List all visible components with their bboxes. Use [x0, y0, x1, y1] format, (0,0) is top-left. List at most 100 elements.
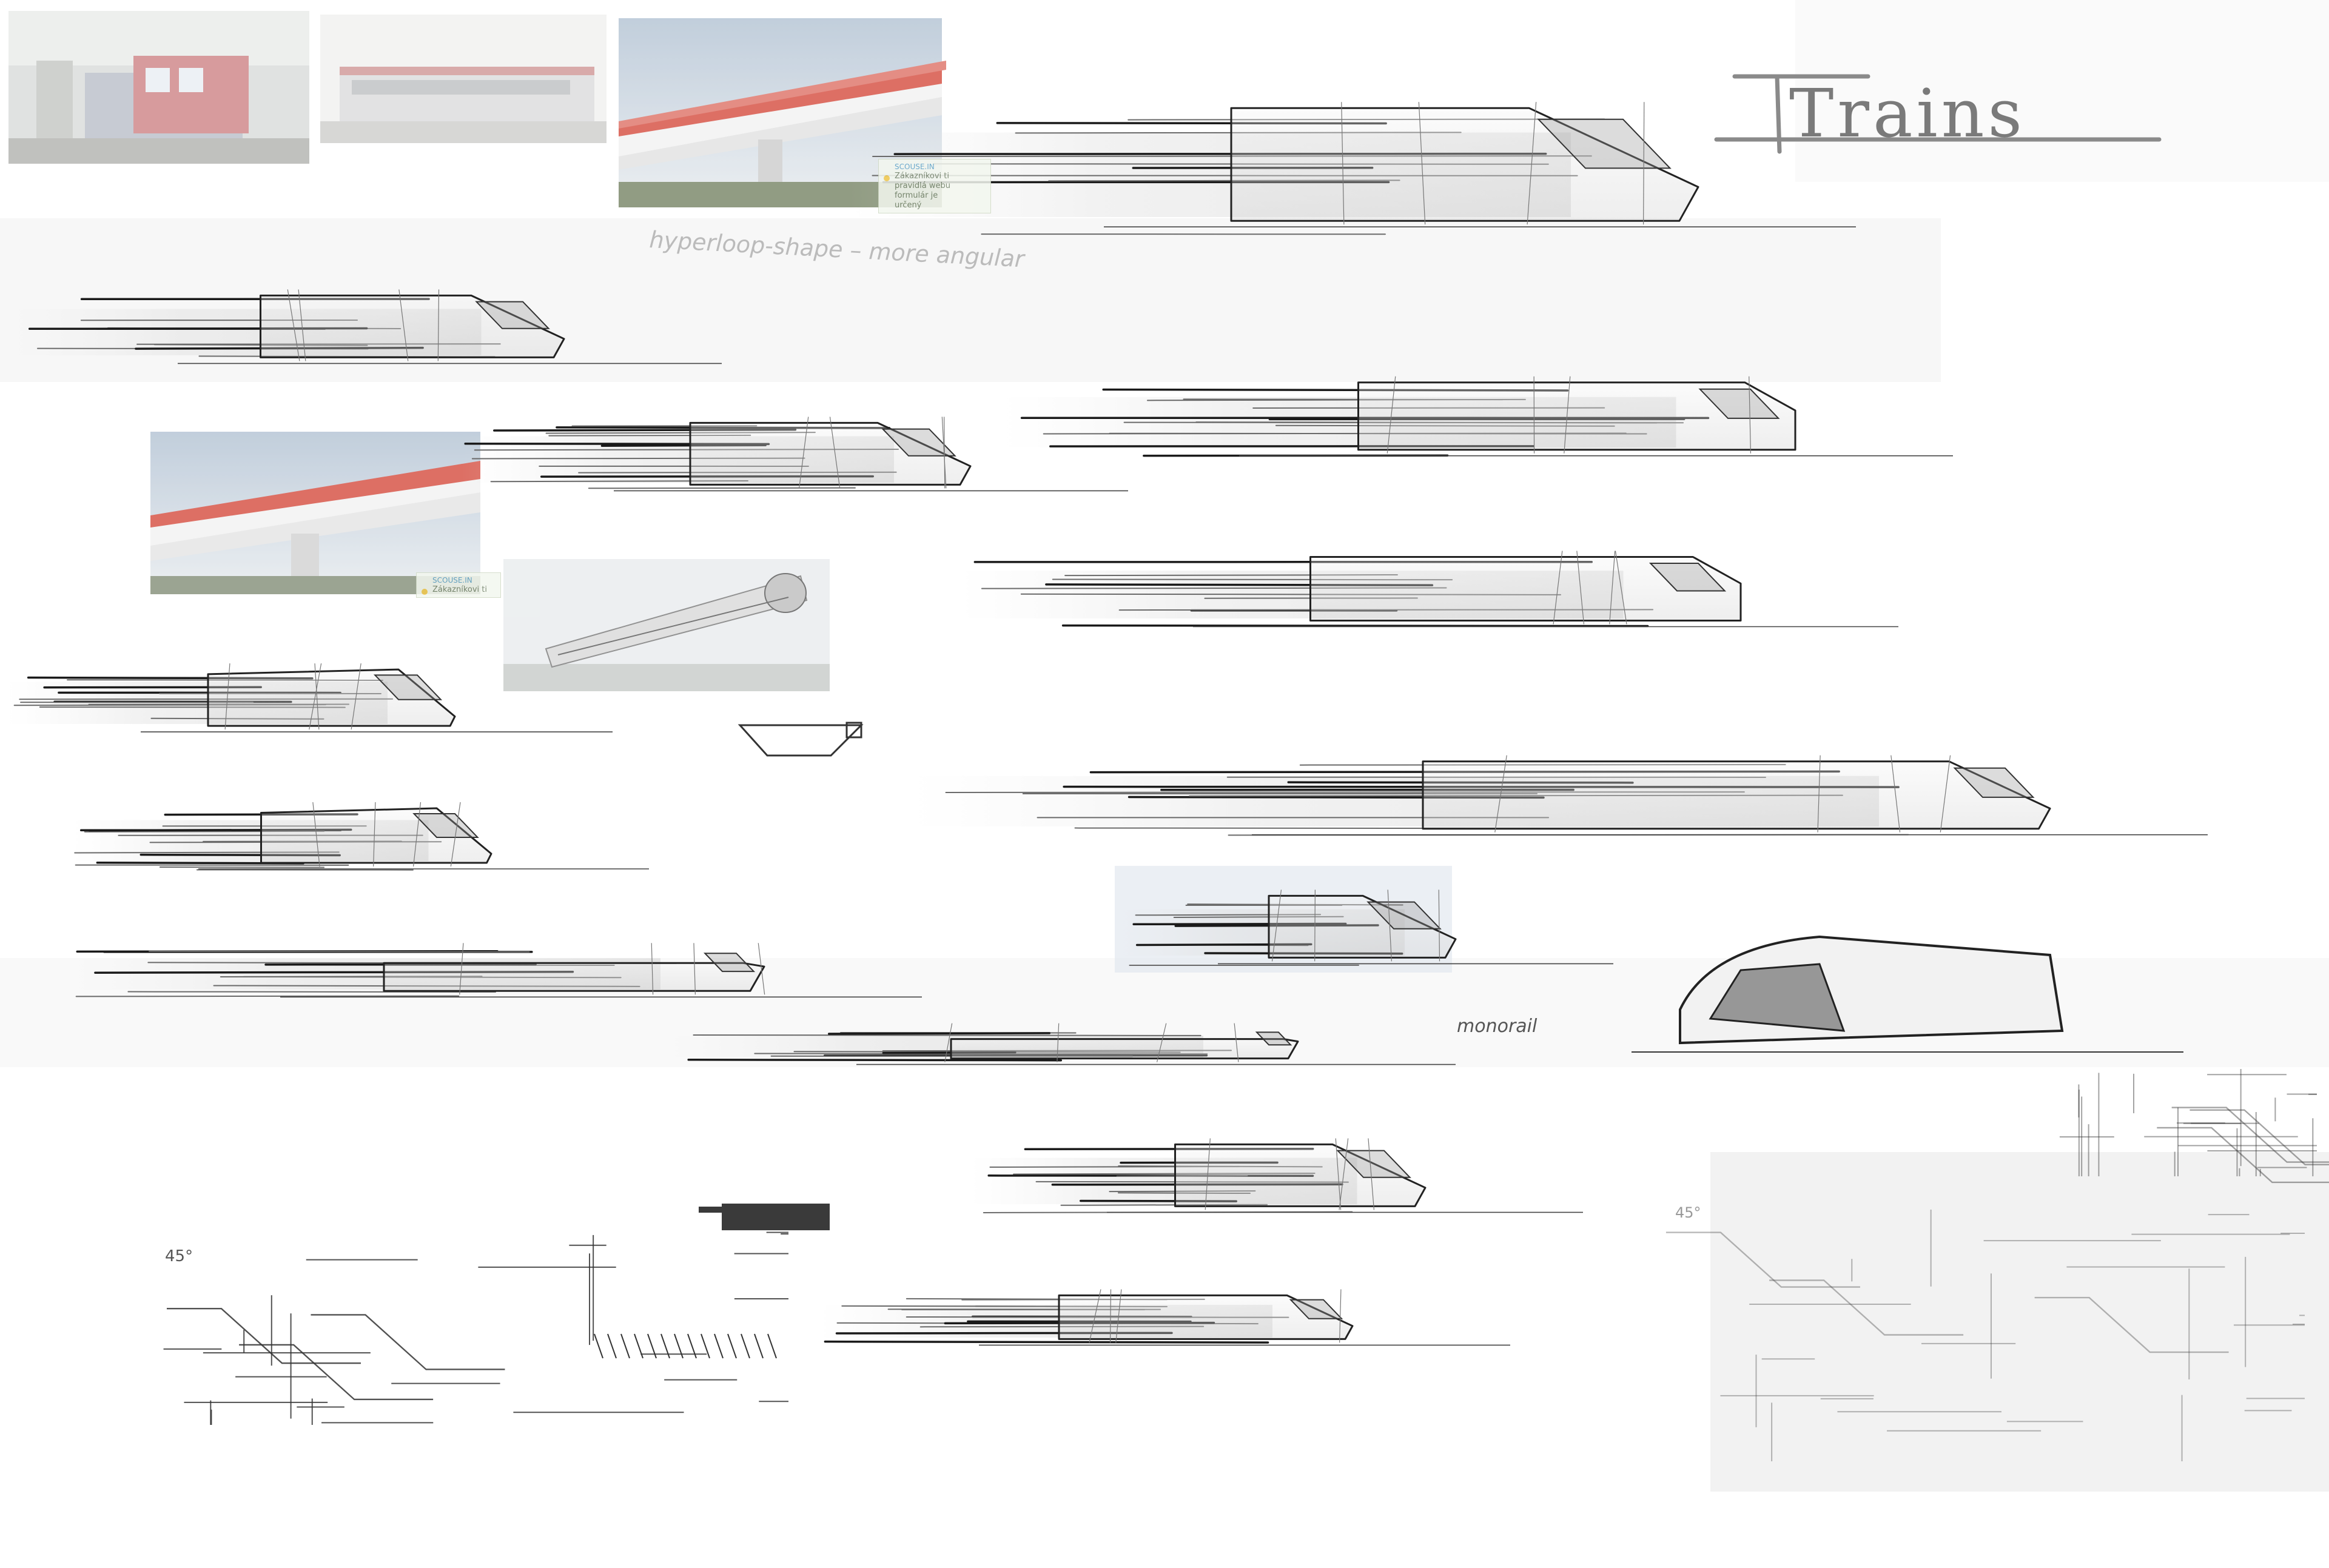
photo-badge-line: pravidlá webu — [895, 181, 950, 190]
windshield-sketch — [1336, 1150, 1411, 1178]
construction-line — [1386, 376, 1396, 454]
windshield-sketch — [1366, 901, 1442, 930]
hatch-line — [674, 1333, 684, 1359]
hatch-line — [727, 1333, 737, 1359]
construction-line — [1418, 102, 1426, 225]
speed-line — [127, 991, 496, 993]
construction-line — [1234, 1023, 1239, 1062]
construction-line — [1387, 890, 1392, 962]
windshield-sketch — [1953, 767, 2035, 798]
train-body-outline — [383, 962, 765, 992]
windshield-sketch — [1289, 1299, 1343, 1319]
windshield-sketch — [475, 301, 550, 329]
marker-swatch — [699, 1204, 830, 1230]
train-body-outline — [260, 807, 492, 864]
hatch-line — [660, 1333, 670, 1359]
construction-line — [1314, 890, 1316, 962]
construction-line — [1749, 376, 1752, 454]
construction-line — [373, 802, 376, 867]
train-sketches — [6, 102, 2329, 1461]
construction-line — [1890, 755, 1901, 833]
construction-line — [351, 663, 361, 730]
note-angle-right: 45° — [1675, 1204, 1701, 1221]
sheet-title — [1714, 74, 2162, 154]
construction-line — [298, 289, 306, 361]
train-body-outline — [1230, 107, 1699, 222]
technical-profile — [2034, 1296, 2229, 1353]
construction-line — [450, 802, 461, 867]
hatch-line — [701, 1333, 710, 1359]
construction-line — [941, 417, 947, 489]
photo-badge: SCOUSE.IN Zákazníkovi ti — [416, 572, 501, 598]
construction-line — [1156, 1023, 1167, 1062]
technical-profile — [1769, 1279, 1964, 1336]
train-body-outline — [1357, 381, 1796, 451]
photo-badge: SCOUSE.IN Zákazníkovi ti pravidlá webu f… — [878, 159, 991, 213]
train-body-outline — [1174, 1143, 1427, 1207]
photo-badge-line: Zákazníkovi ti — [432, 585, 487, 594]
sheet-title-text: Trains — [1789, 75, 2026, 152]
background-panel — [1710, 1152, 2329, 1492]
background-panel — [1795, 0, 2329, 182]
speed-line — [827, 1032, 1051, 1035]
train-body-outline — [1058, 1294, 1354, 1340]
hatch-line — [767, 1333, 777, 1359]
windshield-sketch — [881, 428, 956, 457]
construction-line — [1494, 755, 1507, 833]
construction-line — [1339, 1289, 1342, 1343]
reference-photo-train-render — [503, 559, 830, 691]
construction-line — [224, 663, 230, 730]
construction-line — [758, 943, 765, 995]
windshield-sketch — [1648, 563, 1727, 592]
construction-line — [1576, 551, 1585, 625]
train-body-outline — [207, 668, 456, 727]
construction-line — [1089, 1289, 1101, 1343]
info-dot-icon — [884, 175, 890, 181]
construction-line — [1205, 1138, 1211, 1210]
construction-line — [1339, 1138, 1349, 1210]
construction-line — [1940, 755, 1951, 833]
construction-line — [798, 417, 809, 489]
construction-line — [651, 943, 654, 995]
construction-line — [1817, 755, 1821, 833]
construction-line — [1341, 102, 1345, 225]
construction-line — [1368, 1138, 1375, 1210]
train-body-outline — [1268, 894, 1457, 959]
hatch-line — [647, 1333, 657, 1359]
photo-badge-line: formulár je — [895, 191, 938, 200]
construction-line — [309, 663, 322, 730]
hatch-line — [754, 1333, 764, 1359]
technical-profile — [239, 1344, 434, 1401]
speed-line — [148, 950, 530, 953]
section-thumbnail — [738, 722, 864, 757]
reference-photo-monorail-2 — [150, 432, 480, 594]
construction-line — [398, 289, 409, 361]
construction-line — [412, 802, 422, 867]
photo-badge-tag: SCOUSE.IN — [432, 576, 472, 585]
construction-line — [1553, 551, 1563, 625]
reference-photo-monorail — [619, 18, 946, 207]
technical-profile — [311, 1314, 505, 1370]
windshield-sketch — [703, 953, 756, 973]
windshield-sketch — [373, 674, 443, 700]
construction-line — [1527, 102, 1537, 225]
technical-profile — [2157, 1127, 2329, 1184]
construction-line — [1115, 1289, 1122, 1343]
construction-line — [829, 417, 841, 489]
construction-line — [1057, 1023, 1060, 1062]
reference-photo-silver-train — [320, 15, 607, 143]
hatch-line — [634, 1333, 644, 1359]
construction-line — [1564, 376, 1571, 454]
windshield-sketch — [1255, 1031, 1292, 1046]
construction-line — [437, 289, 440, 361]
construction-line — [1609, 551, 1616, 625]
hatch-line — [741, 1333, 750, 1359]
train-body-outline — [950, 1038, 1299, 1060]
hatch-line — [594, 1333, 603, 1359]
technical-profile — [2190, 1109, 2329, 1165]
speed-line — [75, 995, 460, 997]
speed-line — [159, 866, 325, 868]
train-body-outline — [260, 294, 565, 358]
train-body-outline — [1309, 556, 1742, 622]
construction-line — [314, 663, 320, 730]
